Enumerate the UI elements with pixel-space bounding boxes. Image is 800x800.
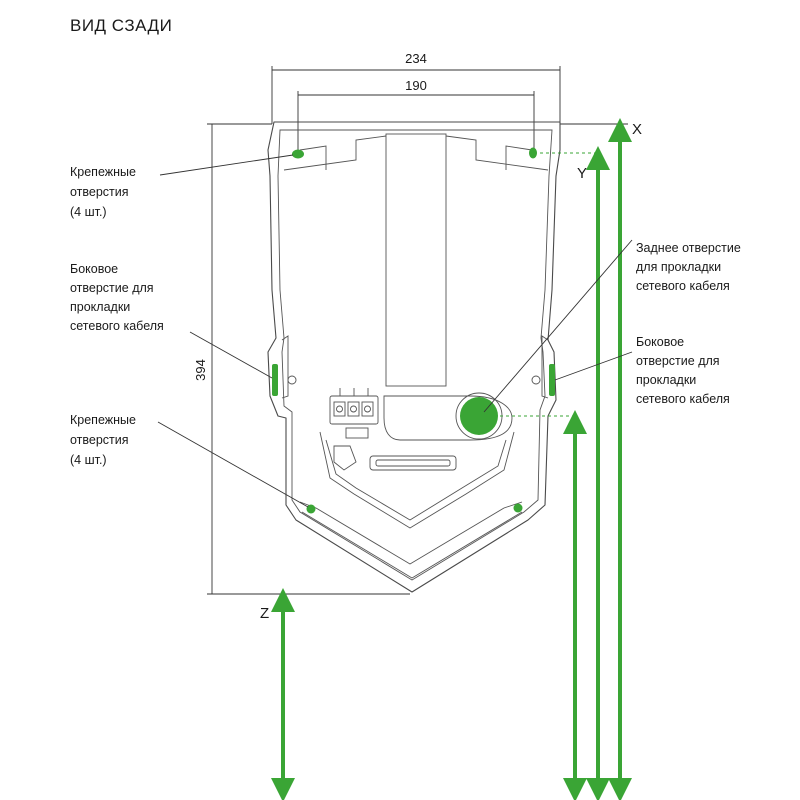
svg-text:сетевого кабеля: сетевого кабеля [70, 319, 164, 333]
side-cable-hole-left [272, 364, 278, 396]
leader-mount-top [159, 154, 294, 176]
axis-y-label: Y [577, 165, 587, 182]
svg-text:сетевого кабеля: сетевого кабеля [636, 392, 730, 406]
dimension-190: 190 [297, 78, 535, 150]
svg-text:Боковое: Боковое [636, 335, 684, 349]
leader-mount-bottom [157, 421, 309, 508]
leader-side-left [189, 331, 273, 379]
label-mount-top: Крепежные отверстия (4 шт.) [70, 165, 136, 219]
dimension-394: 394 [193, 123, 410, 595]
dimension-234: 234 [271, 51, 561, 124]
svg-text:отверстия: отверстия [70, 185, 129, 199]
svg-text:для прокладки: для прокладки [636, 260, 721, 274]
label-side-right: Боковое отверстие для прокладки сетевого… [636, 335, 730, 406]
axis-arrows [271, 118, 632, 800]
axis-x-label: X [632, 121, 642, 138]
svg-text:(4 шт.): (4 шт.) [70, 205, 107, 219]
axis-z-label: Z [260, 605, 269, 622]
svg-text:отверстие для: отверстие для [70, 281, 154, 295]
dim-width-label: 234 [405, 51, 427, 66]
side-cable-hole-right [549, 364, 555, 396]
svg-text:отверстия: отверстия [70, 433, 129, 447]
mount-hole-top-right [529, 147, 537, 159]
mount-hole-top-left [292, 149, 304, 159]
mount-hole-bottom-right [513, 503, 523, 513]
dim-height-label: 394 [193, 359, 208, 381]
svg-text:отверстие для: отверстие для [636, 354, 720, 368]
svg-text:Боковое: Боковое [70, 262, 118, 276]
svg-text:Крепежные: Крепежные [70, 165, 136, 179]
device-body [267, 121, 561, 593]
label-mount-bottom: Крепежные отверстия (4 шт.) [70, 413, 136, 467]
label-rear-hole: Заднее отверстие для прокладки сетевого … [636, 241, 741, 293]
leader-rear [483, 239, 633, 413]
svg-text:прокладки: прокладки [636, 373, 696, 387]
svg-text:сетевого кабеля: сетевого кабеля [636, 279, 730, 293]
svg-text:прокладки: прокладки [70, 300, 130, 314]
page-title: ВИД СЗАДИ [70, 16, 172, 35]
svg-text:Заднее отверстие: Заднее отверстие [636, 241, 741, 255]
leader-side-right [554, 351, 633, 381]
label-side-left: Боковое отверстие для прокладки сетевого… [70, 262, 164, 333]
dim-spacing-label: 190 [405, 78, 427, 93]
svg-text:(4 шт.): (4 шт.) [70, 453, 107, 467]
svg-text:Крепежные: Крепежные [70, 413, 136, 427]
mount-holes [292, 147, 537, 514]
mount-hole-bottom-left [306, 504, 316, 514]
